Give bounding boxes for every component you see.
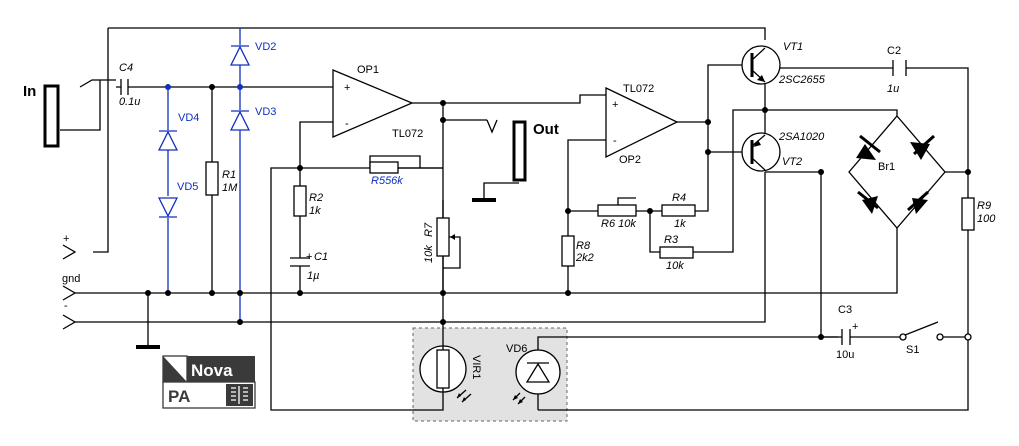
junctions — [145, 84, 971, 340]
resistor-r2 — [293, 185, 307, 217]
c3-value: 10u — [836, 349, 854, 361]
switch-s1 — [899, 333, 972, 341]
diode-vd5 — [157, 197, 179, 218]
c3-plus: + — [852, 321, 858, 333]
vd5-label: VD5 — [177, 181, 198, 193]
r7-value: 10k — [423, 245, 435, 263]
c1-label: C1 — [314, 251, 328, 263]
resistor-r1 — [205, 161, 219, 196]
resistor-r9 — [961, 197, 975, 231]
op1-part: TL072 — [392, 128, 423, 140]
r4-value: 1k — [674, 218, 686, 230]
capacitor-c3 — [838, 329, 855, 345]
clamp-diode-wires — [167, 28, 241, 322]
label-pin-minus: - — [64, 300, 68, 312]
vd2-label: VD2 — [255, 41, 276, 53]
potentiometer-r7 — [436, 200, 461, 293]
resistor-r4 — [661, 204, 696, 217]
novapa-logo: Nova PA — [162, 355, 256, 409]
r2-value: 1k — [309, 205, 321, 217]
capacitor-c2 — [892, 60, 907, 76]
label-pin-plus: + — [63, 233, 69, 245]
r1-label: R1 — [222, 169, 236, 181]
op2-minus: - — [613, 135, 617, 147]
op1-label: OP1 — [357, 64, 379, 76]
vd3-label: VD3 — [255, 106, 276, 118]
capacitor-c1 — [290, 257, 310, 267]
led-vd6 — [512, 349, 561, 405]
resistor-r8 — [561, 235, 575, 267]
r7-label: R7 — [423, 222, 435, 237]
r8-label: R8 — [576, 240, 591, 252]
photoresistor-vir1 — [419, 342, 472, 403]
op1-minus: - — [345, 118, 349, 130]
vt2-label: VT2 — [782, 156, 802, 168]
r4-label: R4 — [672, 192, 686, 204]
label-out: Out — [533, 121, 559, 138]
diode-vd4 — [157, 130, 179, 151]
c1-plus: + — [306, 251, 312, 263]
transistor-vt2 — [741, 132, 781, 172]
vt1-part: 2SC2655 — [778, 74, 826, 86]
c2-label: C2 — [887, 45, 901, 57]
op2-part: TL072 — [623, 83, 654, 95]
potentiometer-r5 — [369, 161, 399, 174]
vir1-label: VIR1 — [470, 355, 482, 379]
r3-value: 10k — [666, 260, 684, 272]
capacitor-c4 — [116, 79, 134, 95]
r6-label: R6 10k — [601, 218, 636, 230]
r8-value: 2k2 — [575, 252, 594, 264]
r9-value: 100 — [977, 213, 996, 225]
c4-value: 0.1u — [119, 96, 140, 108]
r3-label: R3 — [664, 234, 679, 246]
diode-vd2 — [229, 45, 251, 66]
r1-value: 1M — [222, 182, 238, 194]
c1-value: 1µ — [307, 270, 319, 282]
br1-label: Br1 — [878, 161, 895, 173]
r2-label: R2 — [309, 192, 323, 204]
s1-label: S1 — [906, 344, 919, 356]
diode-vd3 — [229, 110, 251, 131]
vt1-label: VT1 — [783, 41, 803, 53]
vd6-label: VD6 — [506, 343, 527, 355]
opamp-op2 — [605, 86, 679, 159]
input-jack — [43, 84, 60, 148]
svg-text:PA: PA — [168, 387, 190, 406]
resistor-r3 — [659, 246, 694, 259]
potentiometer-r6 — [597, 204, 637, 217]
vd4-label: VD4 — [178, 112, 199, 124]
op2-plus: + — [612, 99, 618, 111]
label-in: In — [23, 83, 36, 100]
op1-plus: + — [344, 82, 350, 94]
op2-label: OP2 — [619, 154, 641, 166]
c2-value: 1u — [887, 83, 899, 95]
svg-text:Nova: Nova — [191, 361, 233, 380]
bridge-rectifier-br1 — [765, 109, 946, 229]
connector-pins — [62, 244, 77, 330]
vt2-part: 2SA1020 — [778, 131, 825, 143]
output-jack — [472, 119, 527, 202]
opamp-op1 — [332, 69, 414, 138]
r9-label: R9 — [977, 200, 991, 212]
label-gnd: gnd — [62, 273, 80, 285]
c3-label: C3 — [838, 304, 852, 316]
c4-label: C4 — [119, 62, 133, 74]
r5-label: R556k — [371, 175, 403, 187]
transistor-vt1 — [741, 45, 781, 85]
